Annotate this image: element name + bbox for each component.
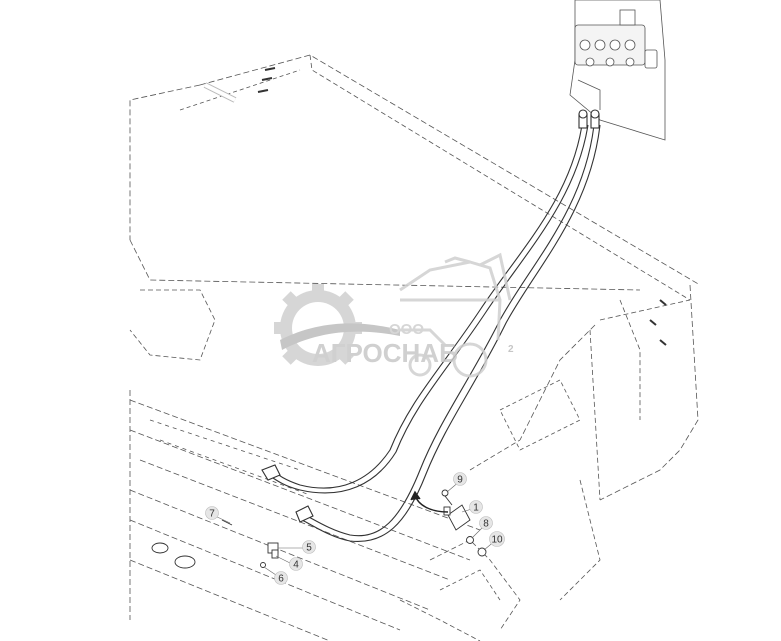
watermark-suffix: 2 xyxy=(508,344,514,355)
part-number-5: 5 xyxy=(306,543,312,554)
part-callouts: 7 5 4 6 9 1 8 10 xyxy=(205,472,505,585)
hydraulic-hoses xyxy=(261,109,601,543)
callout-6: 6 xyxy=(274,571,288,585)
part-number-1: 1 xyxy=(473,503,479,514)
part-number-10: 10 xyxy=(491,535,503,546)
watermark-company-name: АГРОСНАБ xyxy=(312,338,458,368)
watermark-logo: ООО АГРОСНАБ 2 xyxy=(274,252,514,378)
part-number-8: 8 xyxy=(483,519,489,530)
callout-4: 4 xyxy=(289,557,303,571)
assembly-arrow xyxy=(410,490,449,513)
gear-icon xyxy=(274,284,400,366)
callout-5: 5 xyxy=(302,540,316,554)
part-number-6: 6 xyxy=(278,574,284,585)
callout-9: 9 xyxy=(453,472,467,486)
callout-8: 8 xyxy=(479,516,493,530)
leader-lines xyxy=(212,480,497,578)
callout-10: 10 xyxy=(489,531,505,547)
part-number-7: 7 xyxy=(209,509,215,520)
callout-7: 7 xyxy=(205,506,219,520)
watermark-company-prefix: ООО xyxy=(389,321,424,338)
combine-harvester-icon xyxy=(399,252,512,378)
part-number-4: 4 xyxy=(293,560,299,571)
control-valve-block xyxy=(569,0,666,141)
callout-1: 1 xyxy=(469,500,483,514)
frame-outline xyxy=(129,54,701,641)
part-number-9: 9 xyxy=(457,475,463,486)
